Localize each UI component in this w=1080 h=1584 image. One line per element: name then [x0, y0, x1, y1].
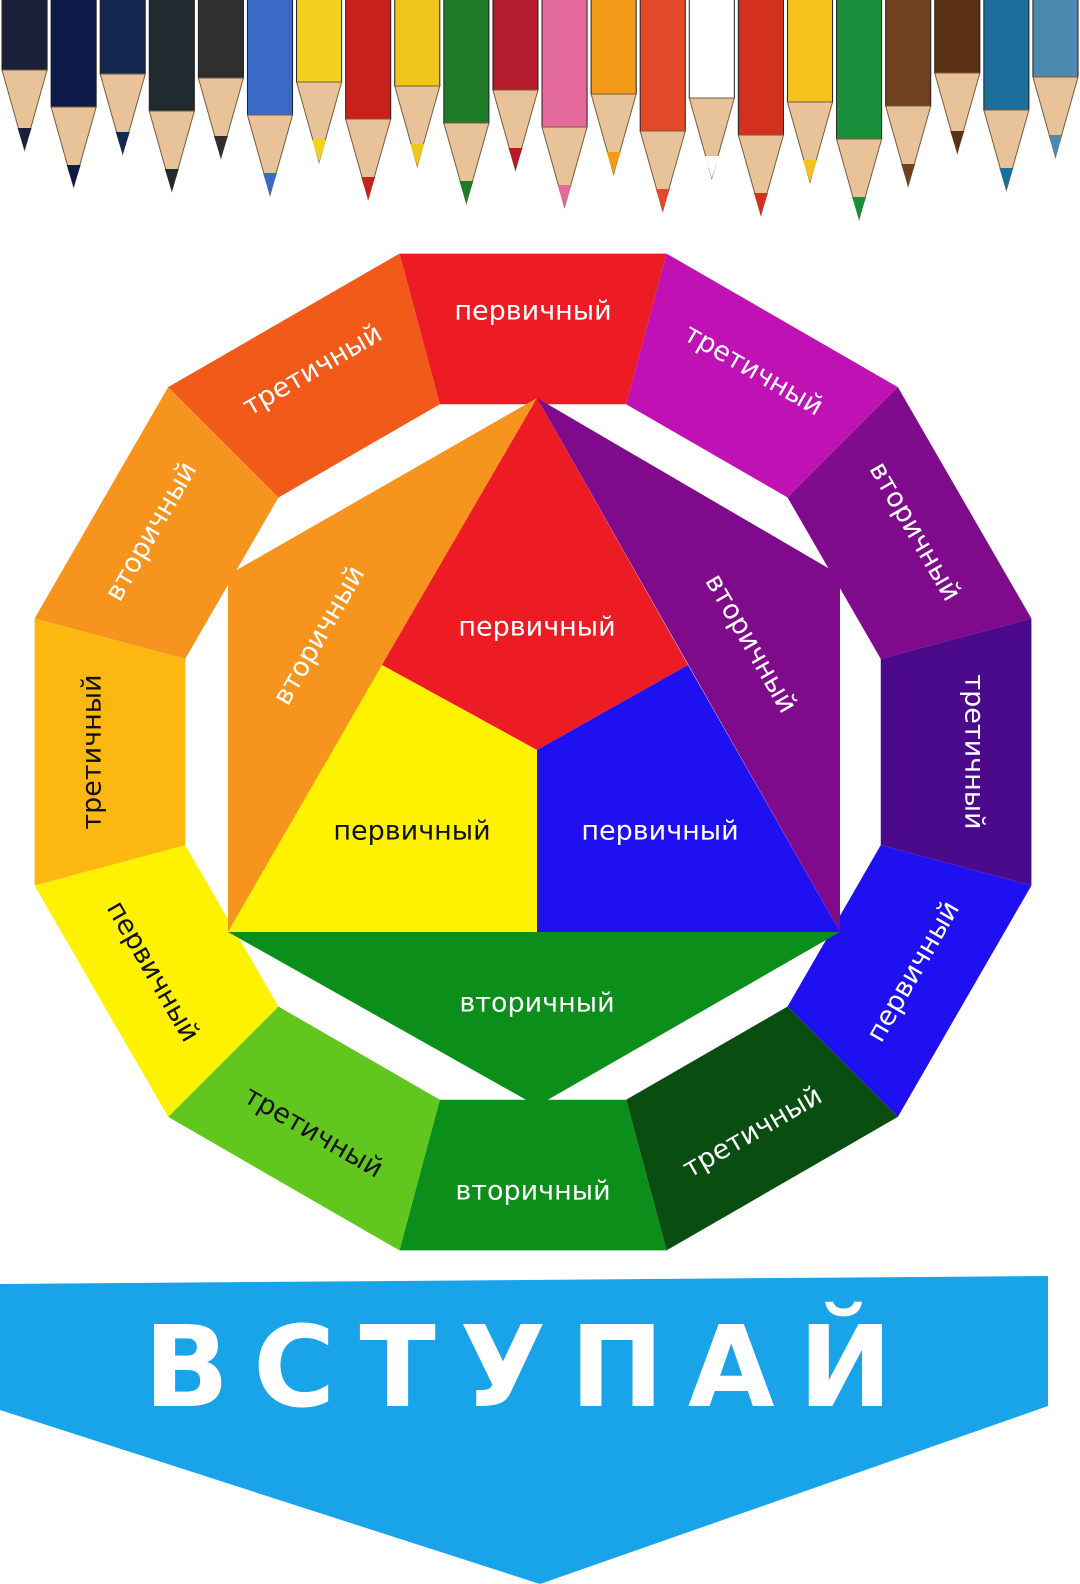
- pencil: [541, 0, 588, 209]
- pencil: [688, 0, 736, 180]
- pencil: [983, 0, 1030, 192]
- inner-label-green: вторичный: [459, 988, 614, 1019]
- pencil: [639, 0, 686, 213]
- join-button-label[interactable]: ВСТУПАЙ: [144, 1301, 916, 1433]
- pencil: [50, 0, 97, 189]
- wheel-segment-violet: [787, 387, 1032, 659]
- wheel-segment-yellow: [34, 845, 279, 1117]
- pencil: [737, 0, 785, 217]
- pencil: [590, 0, 637, 176]
- inner-blue-quad: [537, 665, 840, 932]
- pencil: [1032, 0, 1079, 159]
- wheel-segment-blue-green: [626, 1006, 898, 1251]
- pencil: [884, 0, 932, 188]
- wheel-segment-yellow-green: [168, 1006, 440, 1251]
- wheel-segment-yellow-orange: [34, 618, 186, 886]
- pencil: [786, 0, 834, 184]
- pencil: [934, 0, 981, 155]
- wheel-segment-blue: [787, 845, 1032, 1117]
- inner-violet-triangle: [537, 398, 840, 932]
- pencil: [197, 0, 245, 160]
- wheel-segment-blue-violet: [880, 618, 1032, 886]
- pencil: [344, 0, 392, 201]
- colored-pencils-row: [1, 0, 1079, 221]
- pencil: [1, 0, 48, 152]
- wheel-segment-green: [399, 1099, 667, 1251]
- join-banner-shape[interactable]: [0, 1276, 1048, 1584]
- inner-green-triangle: [228, 932, 840, 1106]
- pencil: [246, 0, 294, 197]
- pencil: [443, 0, 490, 205]
- color-wheel: первичный третичный вторичный третичный перв…: [34, 253, 1032, 1251]
- pencil: [835, 0, 883, 221]
- wheel-segment-red-orange: [168, 253, 440, 498]
- pencil: [99, 0, 146, 156]
- pencil: [148, 0, 196, 193]
- wheel-label-red: первичный: [454, 296, 611, 327]
- pencil: [295, 0, 343, 164]
- wheel-segment-orange: [34, 387, 279, 659]
- wheel-label-yellow-orange: третичный: [77, 674, 108, 829]
- join-banner[interactable]: ВСТУПАЙ: [0, 1276, 1048, 1584]
- inner-label-red: первичный: [458, 612, 615, 643]
- inner-label-yellow: первичный: [333, 816, 490, 847]
- inner-label-blue: первичный: [581, 816, 738, 847]
- wheel-segment-red: [399, 253, 667, 405]
- wheel-label-green: вторичный: [455, 1176, 610, 1207]
- inner-red-quad: [382, 398, 688, 750]
- inner-yellow-quad: [228, 665, 537, 932]
- pencil: [492, 0, 539, 172]
- wheel-label-blue-violet: третичный: [959, 674, 990, 829]
- wheel-segment-red-violet: [626, 253, 898, 498]
- pencil: [394, 0, 441, 168]
